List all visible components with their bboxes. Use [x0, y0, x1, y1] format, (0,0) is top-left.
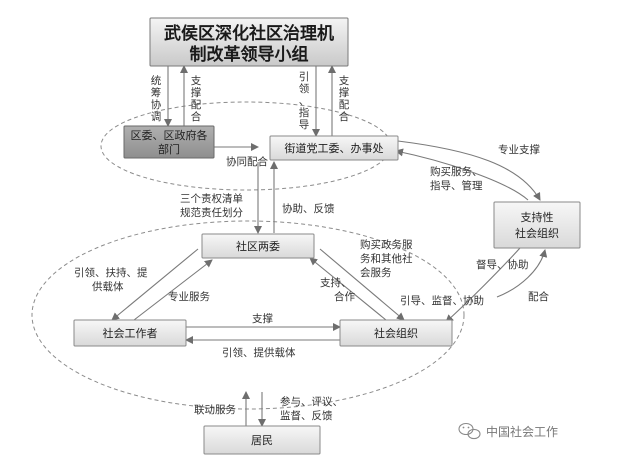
label-purchase-guide-line1: 购买服务、 [430, 165, 483, 178]
label-support-cooperate-3-line1: 支持、 [320, 276, 352, 289]
svg-text:撑: 撑 [339, 86, 350, 99]
svg-text:导: 导 [299, 119, 310, 131]
label-guide-provide-carrier: 引领、提供载体 [222, 346, 296, 359]
residents-box [203, 425, 321, 455]
street-office-box [269, 135, 399, 161]
arrow-support-org-to-org [445, 247, 521, 323]
label-linkage-service: 联动服务 [194, 403, 236, 416]
label-three-lists-line2: 规范责任划分 [180, 206, 243, 219]
community-committee-box [201, 233, 315, 259]
label-support: 支撑 [252, 312, 273, 325]
svg-text:、: 、 [299, 95, 310, 107]
social-worker-label: 社会工作者 [103, 326, 158, 340]
arrow-worker-to-committee [133, 259, 213, 321]
label-coop-cooperate: 协同配合 [226, 155, 268, 168]
svg-text:撑: 撑 [191, 86, 202, 99]
supporting-org-line2: 社会组织 [515, 226, 559, 240]
label-guide-support-line2: 供载体 [92, 280, 124, 293]
label-supervise-assist: 督导、协助 [476, 258, 529, 271]
arrow-support-org-to-street [395, 148, 529, 201]
label-purchase-gov-line1: 购买政务服 [360, 238, 413, 251]
label-purchase-gov-line3: 会服务 [360, 266, 392, 279]
label-support-cooperate-3-line2: 合作 [334, 290, 355, 303]
community-committee-label: 社区两委 [236, 239, 280, 253]
social-org-box [339, 319, 453, 347]
arrow-committee-to-org [319, 248, 405, 321]
svg-text:合: 合 [191, 110, 202, 123]
supporting-org-line1: 支持性 [521, 210, 554, 224]
svg-text:支: 支 [191, 75, 202, 87]
social-worker-box [73, 319, 187, 347]
leading-group-line2: 制改革领导小组 [190, 44, 309, 65]
leading-group-line1: 武侯区深化社区治理机 [164, 23, 334, 44]
svg-text:领: 领 [299, 82, 310, 95]
label-professional-service: 专业服务 [168, 290, 210, 303]
label-support-cooperate-1: 支 撑 配 合 [191, 75, 202, 123]
label-professional-support-top: 专业支撑 [498, 143, 540, 156]
svg-text:筹: 筹 [151, 86, 162, 99]
arrow-committee-to-worker [111, 248, 199, 321]
label-coordinate: 统 筹 协 调 [151, 74, 162, 123]
label-assist-feedback: 协助、反馈 [282, 202, 335, 215]
street-office-label: 街道党工委、办事处 [285, 141, 384, 155]
label-participate-line2: 监督、反馈 [280, 409, 333, 422]
watermark-text: 中国社会工作 [486, 424, 558, 439]
label-guide: 引 领 、 指 导 [299, 70, 310, 131]
svg-text:合: 合 [339, 110, 350, 123]
arrow-org-to-committee [309, 257, 387, 321]
label-cooperate: 配合 [528, 290, 549, 303]
svg-text:配: 配 [339, 99, 350, 111]
residents-label: 居民 [251, 434, 273, 447]
label-support-cooperate-2: 支 撑 配 合 [339, 75, 350, 123]
label-three-lists-line1: 三个责权清单 [180, 192, 243, 205]
label-purchase-gov-line2: 务和其他社 [360, 252, 413, 265]
arrow-street-to-support-org [397, 140, 541, 201]
label-guide-support-line1: 引领、扶持、提 [74, 266, 148, 279]
label-guide-supervise-assist: 引导、监督、协助 [400, 294, 484, 307]
social-org-label: 社会组织 [374, 326, 418, 340]
wechat-icon [458, 422, 481, 440]
svg-text:统: 统 [151, 74, 162, 87]
district-dept-line2: 部门 [158, 142, 180, 156]
label-participate-line1: 参与、评议、 [280, 395, 343, 408]
leading-group-box [149, 17, 349, 67]
arrow-org-to-support-org [496, 249, 548, 298]
svg-text:引: 引 [299, 70, 310, 83]
svg-text:指: 指 [299, 106, 310, 119]
supporting-org-box [493, 201, 581, 249]
watermark: 中国社会工作 [458, 422, 558, 440]
svg-text:调: 调 [151, 111, 162, 123]
lower-scope-ellipse [31, 220, 465, 410]
district-dept-line1: 区委、区政府各 [131, 128, 208, 142]
label-purchase-guide-line2: 指导、管理 [430, 179, 483, 192]
svg-text:支: 支 [339, 75, 350, 87]
svg-text:配: 配 [191, 99, 202, 111]
district-dept-box [123, 125, 215, 159]
svg-text:协: 协 [151, 98, 162, 111]
